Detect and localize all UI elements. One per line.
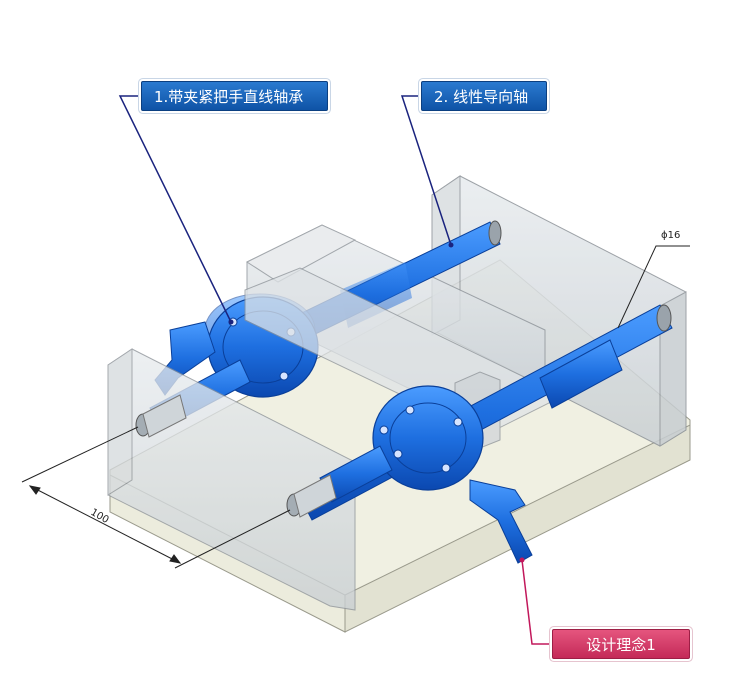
callout-design-concept[interactable]: 设计理念1 (552, 629, 690, 659)
shaft-end-caps (135, 394, 337, 518)
dimension-100 (21, 426, 291, 569)
dimension-phi16-leader (617, 245, 690, 329)
leader-1 (118, 95, 232, 323)
callout-linear-guide-shaft: 2. 线性导向轴 (421, 81, 547, 111)
bearing-2-flange (319, 385, 533, 564)
dimension-phi16-label: ϕ16 (661, 230, 681, 241)
leader-2 (400, 95, 452, 246)
callout-leaders (118, 95, 552, 645)
leader-3 (521, 559, 552, 645)
callout-linear-bearing-with-clamp: 1.带夹紧把手直线轴承 (141, 81, 328, 111)
